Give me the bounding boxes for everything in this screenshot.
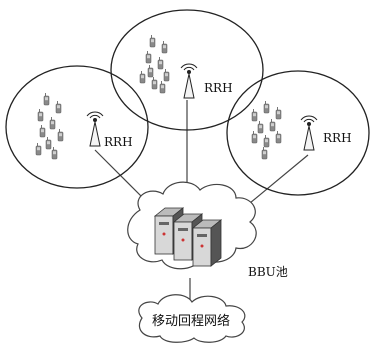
mobile-phone-icon [263,101,270,114]
mobile-phone-icon [263,135,270,148]
mobile-phone-icon [57,129,64,142]
antenna-icon [86,111,104,147]
mobile-phone-icon [145,51,152,64]
rrh-right [300,115,318,151]
link-right-rrh-bbu [243,154,309,209]
cell-left [5,65,149,189]
mobile-phone-icon [35,143,42,156]
phone-group-left [35,93,64,160]
mobile-phone-icon [257,121,264,134]
mobile-phone-icon [149,35,156,48]
antenna-icon [180,63,198,99]
mobile-phone-icon [159,81,166,94]
mobile-phone-icon [161,41,168,54]
backhaul-network-label: 移动回程网络 [152,313,230,329]
phone-group-top [139,35,170,94]
rrh-label-left: RRH [104,135,133,149]
rrh-left [86,111,104,147]
cell-top [110,9,264,131]
mobile-phone-icon [157,57,164,70]
rrh-label-top: RRH [204,81,233,95]
mobile-phone-icon [55,101,62,114]
backhaul-network-cloud [138,294,246,343]
rrh-top [180,63,198,99]
mobile-phone-icon [251,109,258,122]
bbu-server-rack-icon [153,207,223,267]
mobile-phone-icon [37,109,44,122]
mobile-phone-icon [147,65,154,78]
mobile-phone-icon [275,131,282,144]
mobile-phone-icon [261,147,268,160]
mobile-phone-icon [251,131,258,144]
mobile-phone-icon [269,119,276,132]
mobile-phone-icon [45,137,52,150]
bbu-pool-label: BBU池 [248,265,288,279]
rrh-label-right: RRH [323,131,352,145]
antenna-icon [300,115,318,151]
mobile-phone-icon [49,117,56,130]
mobile-phone-icon [39,125,46,138]
cell-right [226,70,370,196]
mobile-phone-icon [275,107,282,120]
phone-group-right [251,101,282,160]
mobile-phone-icon [51,147,58,160]
mobile-phone-icon [139,71,146,84]
mobile-phone-icon [163,69,170,82]
mobile-phone-icon [151,77,158,90]
mobile-phone-icon [43,93,50,106]
